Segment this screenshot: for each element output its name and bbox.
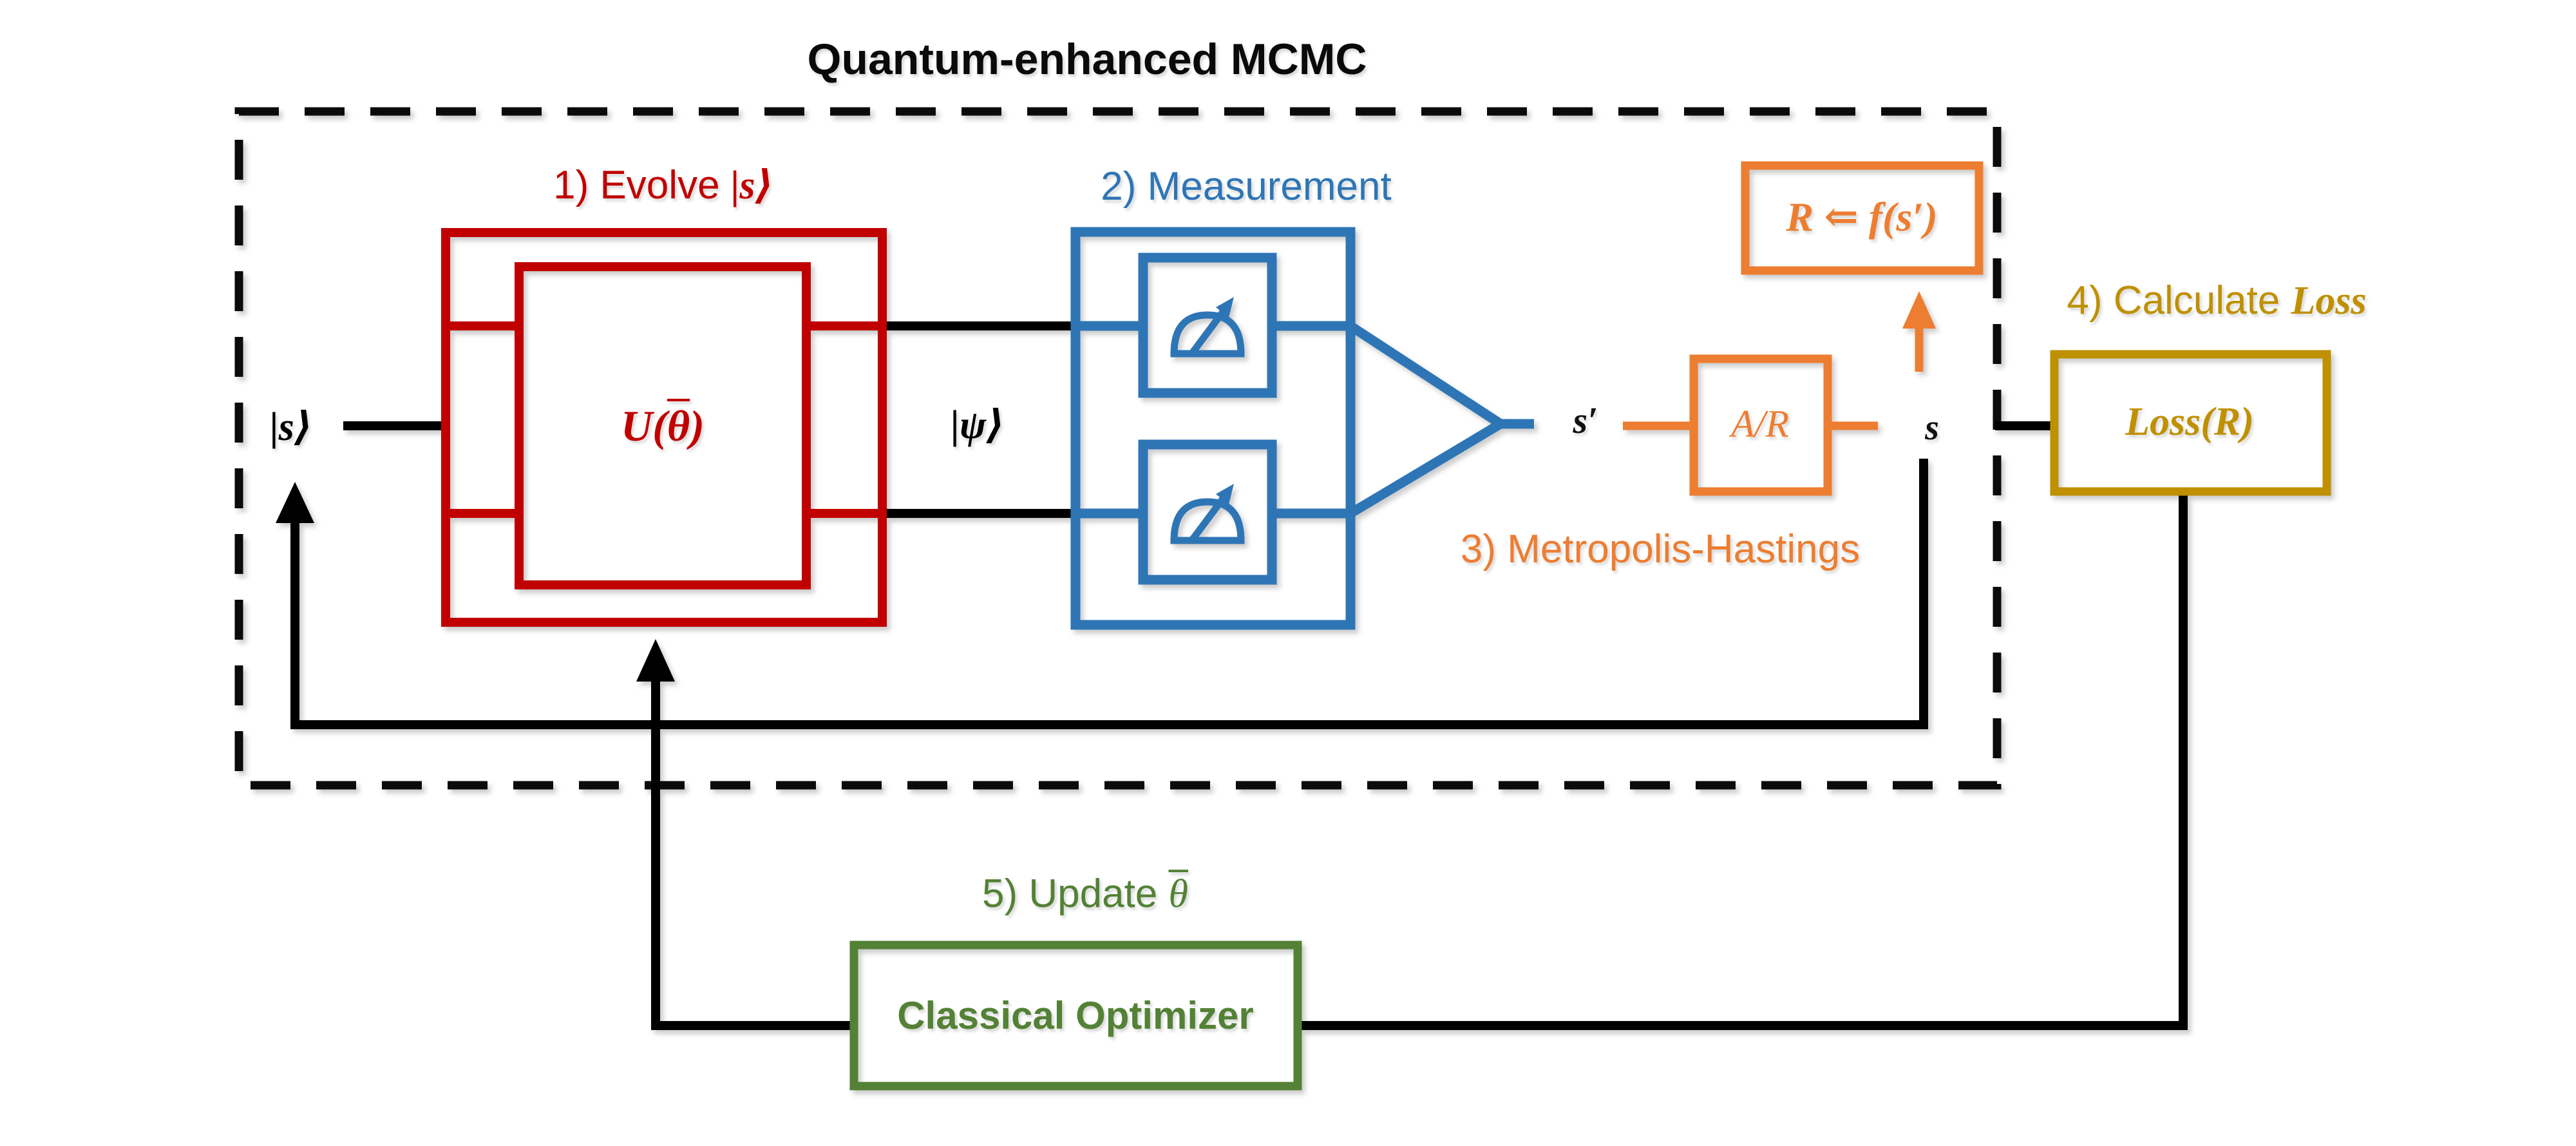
step-1-text: 1) Evolve: [553, 163, 731, 207]
diagram-title: Quantum-enhanced MCMC: [807, 35, 1367, 84]
feedback-arrowhead-icon: [276, 482, 314, 523]
feedback-arrow: [276, 459, 1928, 729]
meter-box-2: [1138, 439, 1277, 585]
step-5-text: 5) Update: [982, 872, 1169, 916]
loss-to-optimizer-wire: [1298, 492, 2188, 1030]
unitary-open: U(: [621, 401, 667, 450]
meter-box-1: [1138, 253, 1277, 398]
step-2-measurement-label: 2) Measurement: [1101, 164, 1392, 209]
merge-triangle: [1347, 321, 1510, 518]
step-4-loss-word: Loss: [2291, 279, 2367, 323]
state-s-label: s: [1925, 408, 1939, 448]
unitary-close: ): [690, 401, 705, 450]
unitary-outer-box: [441, 228, 887, 627]
step-5-theta: θ: [1168, 872, 1188, 916]
optimizer-to-unitary-arrow: [636, 639, 854, 1030]
step-1-ket: |s⟩: [730, 164, 773, 207]
s-prime-label: s′: [1573, 399, 1598, 441]
optimizer-label: Classical Optimizer: [897, 994, 1254, 1037]
gauge-needle-arrowhead-icon: [1216, 484, 1234, 504]
step-4-calculate-loss-label: 4) Calculate Loss: [2067, 281, 2366, 321]
unitary-theta: θ: [667, 401, 690, 450]
input-ket-label: |s⟩: [269, 405, 313, 449]
step-4-text: 4) Calculate: [2067, 278, 2291, 323]
step-3-metropolis-label: 3) Metropolis-Hastings: [1460, 527, 1861, 571]
unitary-label: U(θ): [621, 404, 705, 448]
psi-ket-label: |ψ⟩: [951, 403, 1005, 447]
qmcmc-boundary-box: [234, 107, 2002, 790]
proposal-arrowhead-icon: [1902, 291, 1936, 329]
gauge-icon: [1170, 484, 1245, 544]
optimizer-box: [849, 941, 1302, 1091]
unitary-inner-box: [515, 262, 811, 589]
proposal-update-label: R ⇐ f(s′): [1786, 194, 1938, 240]
accept-reject-box: [1689, 354, 1832, 496]
proposal-update-box: [1741, 161, 1984, 275]
measurement-outer-box: [1070, 227, 1356, 630]
loss-label: Loss(R): [2125, 400, 2254, 444]
loss-box: [2050, 350, 2331, 496]
gauge-icon: [1170, 297, 1245, 358]
proposal-arrow: [1902, 291, 1936, 372]
optimizer-arrowhead-icon: [636, 639, 675, 682]
step-5-update-label: 5) Update θ: [982, 872, 1188, 916]
gauge-needle-arrowhead-icon: [1216, 297, 1234, 318]
step-1-evolve-label: 1) Evolve |s⟩: [553, 163, 773, 207]
accept-reject-label: A/R: [1731, 403, 1789, 445]
